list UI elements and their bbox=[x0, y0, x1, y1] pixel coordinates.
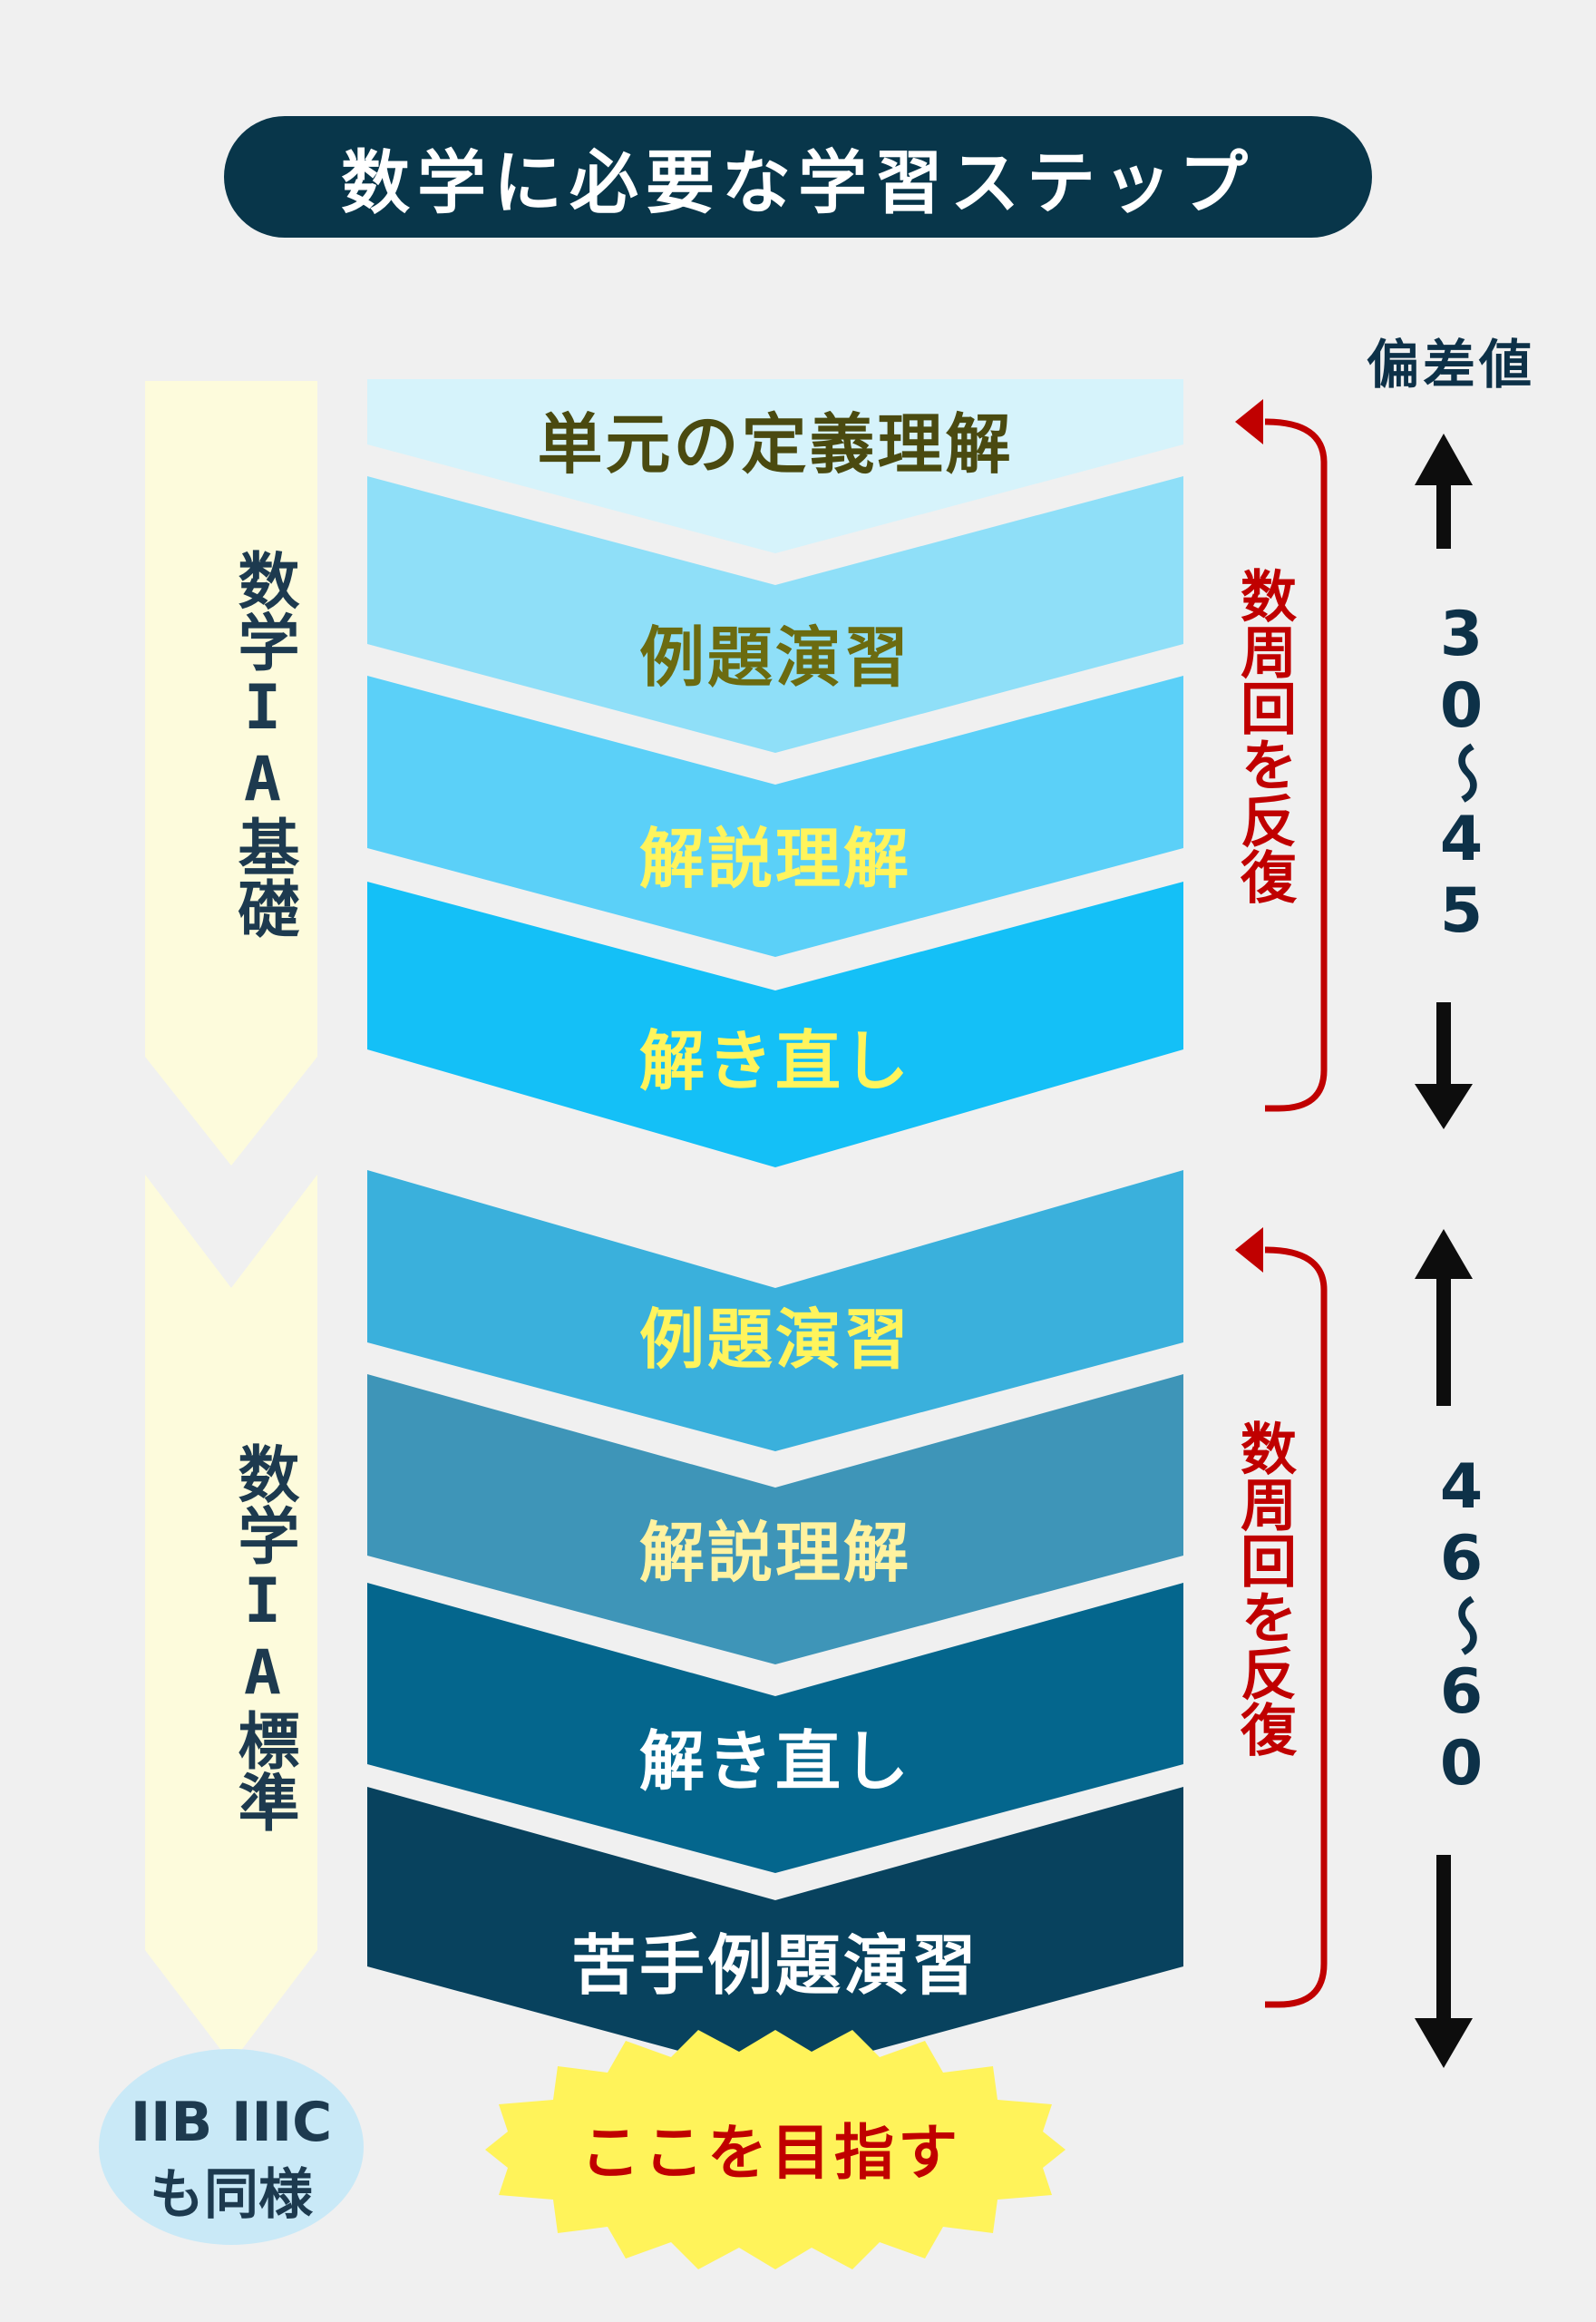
down-arrow-icon bbox=[1415, 1002, 1473, 1129]
step-label-redo: 解き直し bbox=[638, 1723, 911, 1800]
goal-label: ここを目指す bbox=[580, 2118, 961, 2188]
chevron-step-7 bbox=[367, 1583, 1183, 1873]
repeat-label: 数周回を反復 bbox=[1231, 1420, 1297, 1757]
deviation-range-standard: 46〜60 bbox=[1426, 1451, 1497, 1800]
up-arrow-icon bbox=[1415, 434, 1473, 549]
side-arrow-basic bbox=[145, 381, 317, 1166]
step-label-explanation: 解説理解 bbox=[638, 1515, 911, 1591]
chevron-step-4 bbox=[367, 882, 1183, 1167]
step-label-define: 単元の定義理解 bbox=[537, 406, 1014, 483]
chevron-step-8 bbox=[367, 1787, 1183, 2077]
starburst-icon bbox=[485, 2030, 1066, 2269]
step-label-examples: 例題演習 bbox=[638, 1302, 911, 1378]
repeat-label: 数周回を反復 bbox=[1231, 567, 1297, 904]
down-arrow-icon bbox=[1415, 1855, 1473, 2068]
chevron-step-5 bbox=[367, 1170, 1183, 1451]
chevron-step-3 bbox=[367, 676, 1183, 957]
deviation-range-basic: 30〜45 bbox=[1426, 599, 1497, 947]
note-bubble bbox=[99, 2049, 364, 2245]
title-banner: 数学に必要な学習ステップ bbox=[224, 116, 1372, 238]
up-arrow-icon bbox=[1415, 1229, 1473, 1406]
chevron-step-6 bbox=[367, 1374, 1183, 1664]
step-label-examples: 例題演習 bbox=[638, 620, 911, 696]
page-title: 数学に必要な学習ステップ bbox=[341, 142, 1255, 223]
side-arrow-standard bbox=[145, 1175, 317, 2063]
step-label-weak-examples: 苦手例題演習 bbox=[570, 1927, 979, 2004]
repeat-bracket-arrow-icon bbox=[1235, 1227, 1328, 2008]
repeat-bracket-arrow-icon bbox=[1235, 399, 1328, 1112]
step-label-explanation: 解説理解 bbox=[638, 821, 911, 897]
deviation-header: 偏差値 bbox=[1366, 334, 1535, 395]
note-label: IIB IIIC も同様 bbox=[130, 2091, 333, 2227]
side-label-basic: 数学IA基礎 bbox=[227, 549, 298, 939]
side-label-standard: 数学IA標準 bbox=[227, 1442, 298, 1832]
chevron-step-2 bbox=[367, 476, 1183, 753]
step-label-redo: 解き直し bbox=[638, 1023, 911, 1099]
chevron-step-1 bbox=[367, 379, 1183, 553]
